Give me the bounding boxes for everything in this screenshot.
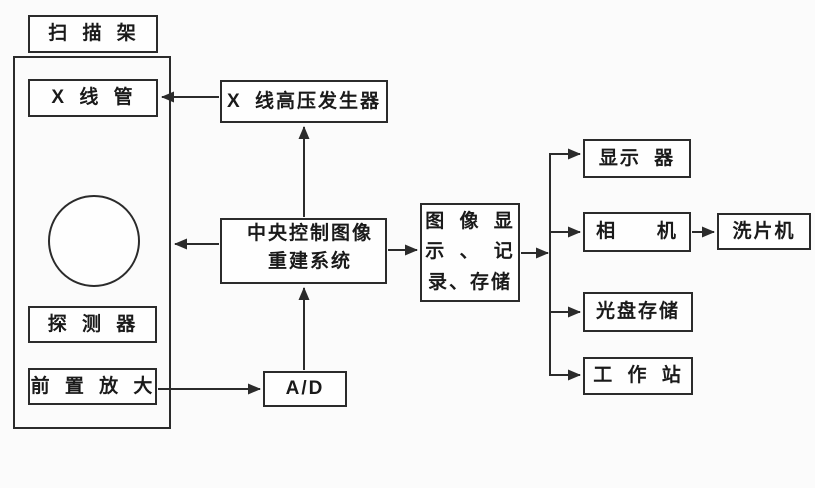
workstation-label: 工 作 站: [593, 365, 683, 387]
image-display-line2: 示 、 记: [425, 241, 515, 263]
monitor-label: 显示 器: [598, 147, 676, 169]
xray-tube-label: X 线 管: [51, 87, 135, 109]
central-control-box: 中央控制图像 重建系统: [220, 218, 387, 284]
gantry-bore-circle: [48, 195, 140, 287]
gantry-outline-box: [13, 56, 171, 429]
gantry-label: 扫 描 架: [48, 23, 138, 45]
hv-generator-label: X 线高压发生器: [227, 90, 381, 112]
image-display-line3: 录、存储: [427, 271, 512, 293]
camera-box: 相 机: [583, 212, 691, 252]
film-processor-label: 洗片机: [732, 220, 796, 242]
detector-box: 探 测 器: [28, 306, 157, 343]
preamplifier-box: 前 置 放 大: [28, 368, 157, 405]
disc-storage-box: 光盘存储: [583, 292, 693, 332]
film-processor-box: 洗片机: [717, 213, 811, 250]
central-control-line2: 重建系统: [267, 250, 352, 272]
xray-tube-box: X 线 管: [28, 79, 158, 117]
camera-label: 相 机: [596, 221, 678, 243]
hv-generator-box: X 线高压发生器: [220, 80, 388, 123]
image-display-box: 图 像 显 示 、 记 录、存储: [420, 203, 520, 302]
gantry-label-box: 扫 描 架: [28, 15, 158, 53]
detector-label: 探 测 器: [47, 313, 138, 335]
preamplifier-label: 前 置 放 大: [30, 375, 155, 397]
central-control-line1: 中央控制图像: [246, 223, 373, 244]
image-display-line1: 图 像 显: [425, 210, 515, 232]
ad-converter-box: A/D: [263, 371, 347, 407]
monitor-box: 显示 器: [583, 139, 691, 178]
disc-storage-label: 光盘存储: [595, 301, 680, 323]
ad-converter-label: A/D: [285, 378, 325, 400]
workstation-box: 工 作 站: [583, 357, 693, 395]
